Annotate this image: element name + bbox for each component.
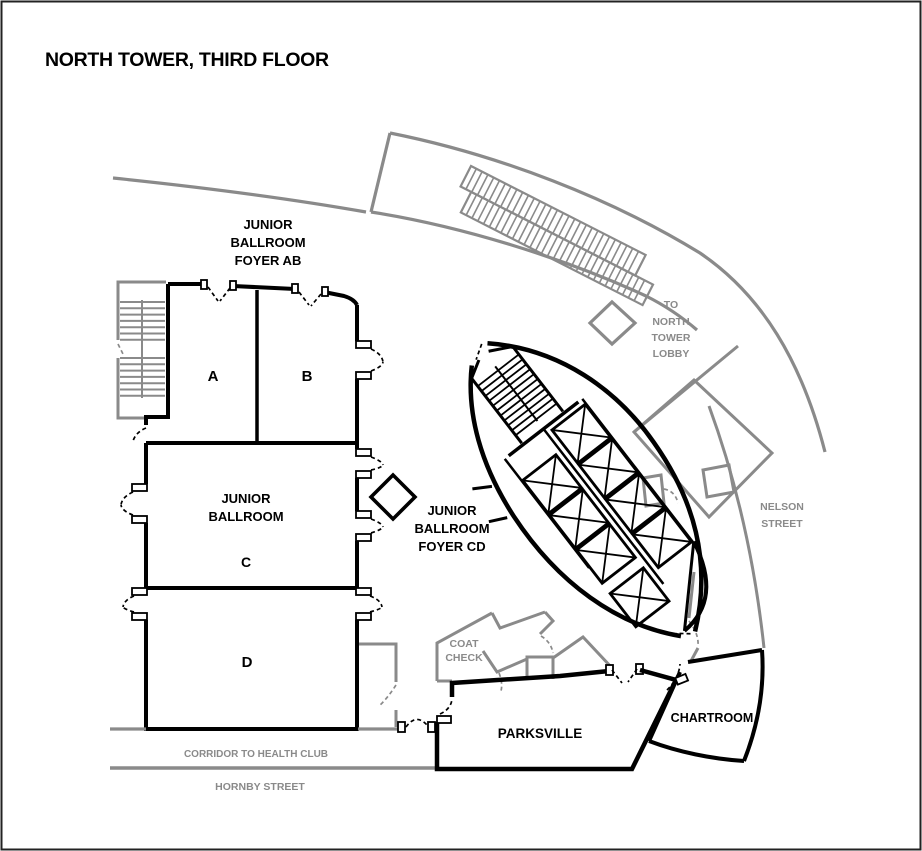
label-room-b: B xyxy=(302,368,313,385)
column-diamond-gray xyxy=(587,299,638,347)
svg-text:FOYER CD: FOYER CD xyxy=(418,539,485,554)
svg-text:FOYER AB: FOYER AB xyxy=(235,253,302,268)
label-to-north-tower-lobby: TO xyxy=(664,299,678,311)
upper-corridor xyxy=(112,131,827,453)
label-corridor-health-club: CORRIDOR TO HEALTH CLUB xyxy=(184,749,328,760)
svg-text:BALLROOM: BALLROOM xyxy=(414,521,489,536)
column-diamond-black xyxy=(368,472,418,522)
svg-text:BALLROOM: BALLROOM xyxy=(230,235,305,250)
label-room-c: C xyxy=(241,554,251,570)
left-stairwell xyxy=(116,280,166,420)
label-nelson-street: NELSON xyxy=(760,501,804,513)
parksville-room xyxy=(434,663,680,772)
rooms-ab xyxy=(132,279,384,445)
coat-check-area xyxy=(435,610,615,692)
label-room-d: D xyxy=(242,654,253,671)
label-chartroom: CHARTROOM xyxy=(671,711,754,725)
svg-text:BALLROOM: BALLROOM xyxy=(208,509,283,524)
escalator-hatching xyxy=(465,168,640,273)
label-room-a: A xyxy=(208,368,219,385)
svg-text:STREET: STREET xyxy=(761,518,803,530)
label-foyer-cd: JUNIOR xyxy=(427,503,477,518)
elevator-box-row-upper xyxy=(549,402,694,570)
label-junior-ballroom: JUNIOR xyxy=(221,491,271,506)
labels: JUNIOR BALLROOM FOYER AB A B JUNIOR BALL… xyxy=(184,217,804,793)
room-d xyxy=(144,620,359,731)
svg-text:NORTH: NORTH xyxy=(652,316,689,328)
svg-text:CHECK: CHECK xyxy=(445,652,483,664)
elevator-box-row-lower xyxy=(520,452,671,629)
escalator-bank xyxy=(459,164,655,307)
label-hornby-street: HORNBY STREET xyxy=(215,781,305,793)
escalator-hatching xyxy=(465,194,646,302)
lower-corridor xyxy=(110,642,437,770)
label-foyer-ab: JUNIOR xyxy=(243,217,293,232)
page-title: NORTH TOWER, THIRD FLOOR xyxy=(45,49,329,71)
svg-text:LOBBY: LOBBY xyxy=(653,348,690,360)
chartroom-room xyxy=(647,648,765,763)
label-coat-check: COAT xyxy=(450,638,480,650)
cd-band-doors xyxy=(122,587,383,621)
junior-ballroom-c xyxy=(120,443,384,590)
elevator-core xyxy=(468,341,709,639)
svg-text:TOWER: TOWER xyxy=(652,332,691,344)
label-parksville: PARKSVILLE xyxy=(498,726,583,741)
